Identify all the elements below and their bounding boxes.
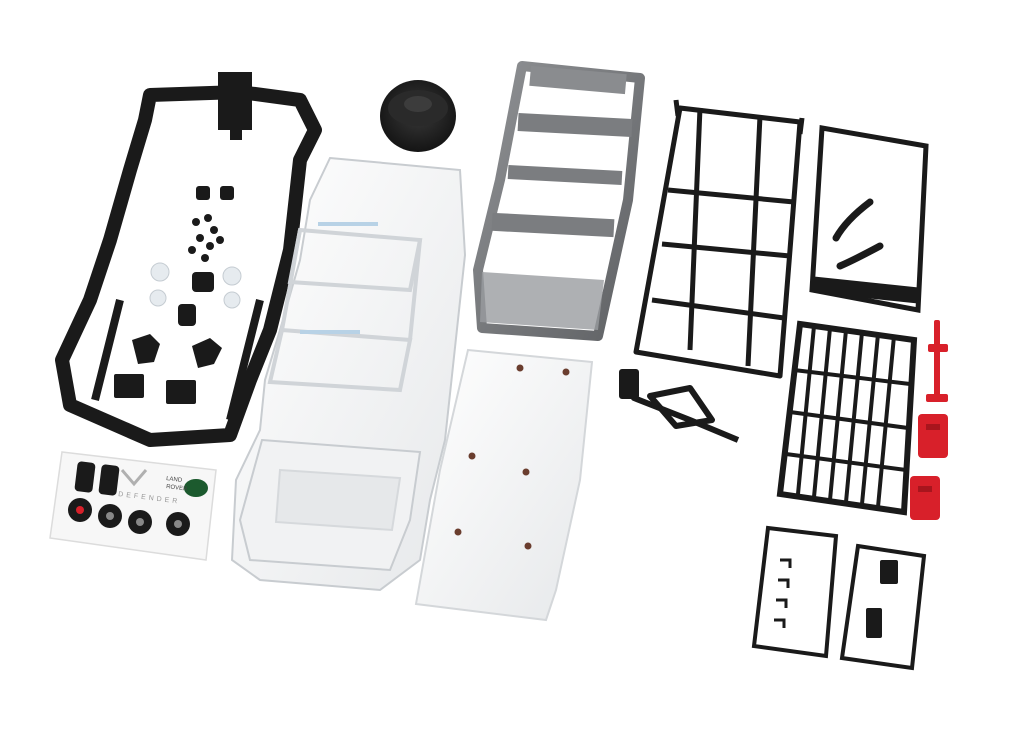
black-panel-frame bbox=[809, 125, 929, 313]
black-grid-roof-rack bbox=[776, 320, 918, 516]
black-roof-rack-cage bbox=[633, 99, 805, 379]
white-floor-panel bbox=[414, 348, 594, 622]
small-black-parts bbox=[114, 186, 234, 404]
clear-light-lenses bbox=[149, 262, 242, 309]
black-parts-sprue bbox=[751, 525, 839, 659]
spare-wheel-bracket bbox=[619, 369, 740, 443]
red-jerry-can bbox=[918, 414, 948, 458]
white-body-shell bbox=[230, 156, 467, 592]
smoke-grey-roof-frame bbox=[473, 61, 645, 341]
decal-sheet bbox=[49, 451, 217, 561]
red-jerry-can bbox=[910, 476, 940, 520]
black-chassis-frame bbox=[55, 72, 322, 447]
spare-tire bbox=[380, 80, 456, 152]
black-parts-sprue bbox=[839, 543, 927, 671]
decal-badge-line2: ROVER bbox=[166, 484, 189, 493]
decal-badge-line1: LAND bbox=[166, 476, 183, 484]
red-hi-lift-jack bbox=[926, 320, 948, 402]
